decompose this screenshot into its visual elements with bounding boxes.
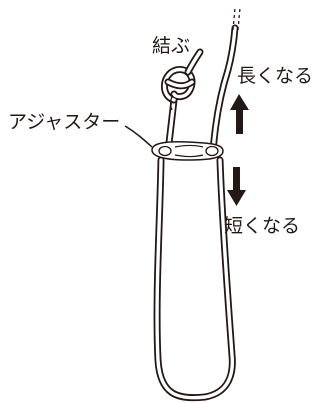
up-arrow-icon: [230, 94, 249, 134]
adjuster-label: アジャスター: [8, 111, 120, 133]
cord-loop: [153, 156, 236, 402]
adjuster-pointer-line: [124, 125, 153, 148]
cord-dashed-left: [232, 7, 236, 31]
cord-dashed-right: [237, 7, 241, 31]
longer-label: 長くなる: [237, 65, 313, 87]
knot-label: 結ぶ: [152, 35, 190, 57]
shorter-label: 短くなる: [224, 215, 300, 237]
adjuster-icon: [151, 141, 224, 161]
down-arrow-icon: [227, 167, 246, 206]
cord-right-strand: [209, 7, 241, 156]
cord-loop-inner: [155, 158, 235, 400]
knot-icon: [161, 48, 204, 111]
